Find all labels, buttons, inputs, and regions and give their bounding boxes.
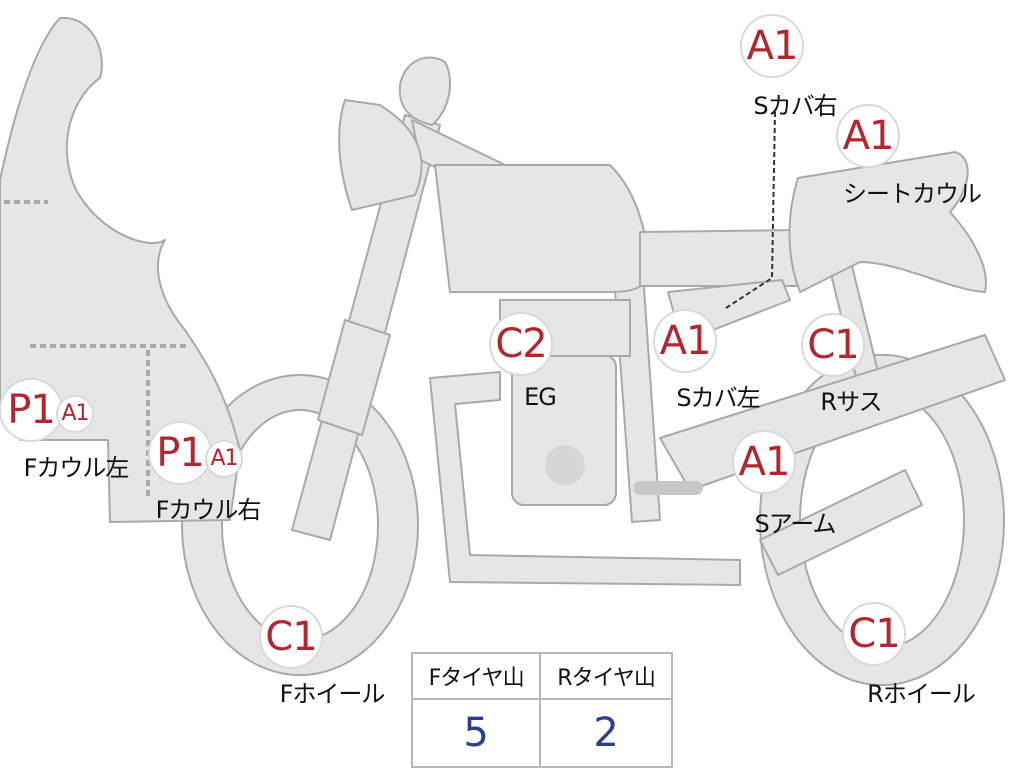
front-tire-tread-value: 5 — [410, 698, 542, 768]
s-cover-right-label: Sカバ右 — [753, 92, 837, 120]
f-cowl-left-code-badge-primary: P1 — [0, 378, 63, 442]
swing-arm-label: Sアーム — [754, 510, 836, 538]
f-cowl-right-label: Fカウル右 — [155, 496, 262, 524]
f-cowl-left-label: Fカウル左 — [23, 454, 130, 482]
front-wheel-code-badge: C1 — [259, 605, 323, 669]
rear-tire-tread-header: Rタイヤ山 — [539, 652, 673, 700]
front-wheel-label: Fホイール — [279, 680, 386, 708]
fork-boot-shape — [317, 319, 391, 436]
seat-cowl-shape — [788, 151, 987, 293]
s-cover-right-leader — [725, 111, 776, 309]
rear-wheel-code-badge: C1 — [842, 602, 906, 666]
engine-label: EG — [524, 383, 557, 411]
mirror-shape — [398, 56, 452, 126]
rear-wheel-label: Rホイール — [867, 680, 976, 708]
swing-arm-lower-shape — [759, 469, 923, 576]
s-cover-right-code-badge: A1 — [740, 14, 804, 78]
tire-tread-table: Fタイヤ山 Rタイヤ山 5 2 — [410, 652, 673, 768]
f-cowl-right-code-badge-primary: P1 — [148, 421, 212, 485]
engine-cover-shape — [545, 445, 585, 485]
exhaust-pipe-shape — [429, 371, 741, 586]
f-cowl-left-code-badge-secondary: A1 — [56, 395, 94, 433]
seat-cowl-label: シートカウル — [843, 180, 982, 208]
seat-cowl-code-badge: A1 — [836, 104, 900, 168]
rear-tire-tread-value: 2 — [539, 698, 673, 768]
headlight-shape — [338, 99, 423, 211]
front-tire-tread-header: Fタイヤ山 — [410, 652, 542, 700]
f-cowl-right-code-badge-secondary: A1 — [205, 440, 243, 478]
engine-code-badge: C2 — [489, 312, 553, 376]
front-wheel-shape — [181, 374, 419, 676]
s-cover-left-label: Sカバ左 — [676, 384, 760, 412]
fuel-tank-shape — [434, 164, 649, 293]
rear-suspension-label: Rサス — [820, 388, 882, 416]
rear-suspension-code-badge: C1 — [801, 313, 865, 377]
seat-shape — [639, 229, 801, 287]
footpeg-shape — [633, 481, 703, 495]
swing-arm-code-badge: A1 — [732, 430, 796, 494]
s-cover-left-code-badge: A1 — [653, 309, 717, 373]
